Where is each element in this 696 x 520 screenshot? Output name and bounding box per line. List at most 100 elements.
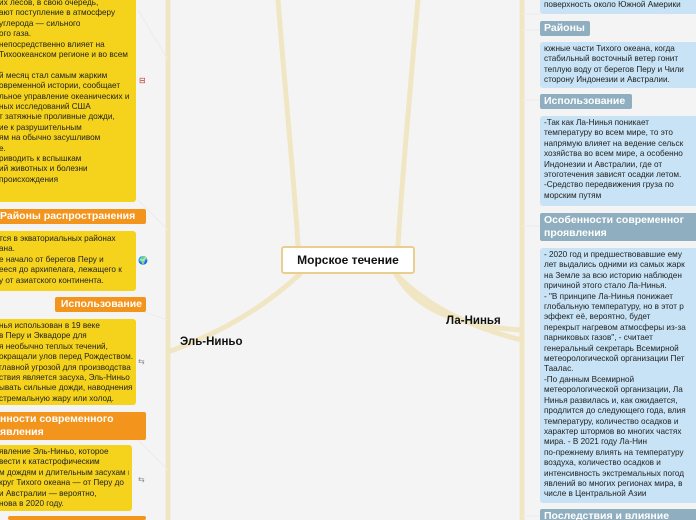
el-nino-effects-line: происхождения bbox=[0, 174, 59, 184]
el-nino-branch-label: Эль-Ниньо bbox=[180, 336, 243, 348]
la-nina-modern-line: температуру, количество осадков и bbox=[544, 416, 679, 426]
la-nina-usage-line: -Средство передвижения груза по bbox=[544, 180, 674, 190]
la-nina-usage-line: морским путям bbox=[544, 190, 602, 200]
el-nino-effects-text: их лесов, в свою очередь,ают поступление… bbox=[0, 0, 133, 185]
el-nino-effects-line: овременной истории, сообщает bbox=[0, 81, 121, 91]
la-nina-modern-line: явлений во многих регионах мира, в bbox=[544, 478, 683, 488]
la-nina-modern-line: метеорологической организации, Ла bbox=[544, 385, 683, 395]
central-topic[interactable]: Морское течение bbox=[281, 246, 415, 274]
el-nino-effects-line: риводить к вспышкам bbox=[0, 154, 82, 164]
la-nina-regions-line: теплую воду от берегов Перу и Чили bbox=[544, 64, 684, 74]
la-nina-modern-line: генеральный секретарь Всемирной bbox=[544, 343, 679, 353]
el-nino-modern-line: вести к катастрофическим bbox=[0, 457, 100, 467]
el-nino-effects-line: Тихоокеанском регионе и во всем bbox=[0, 50, 128, 60]
el-nino-usage-line: я необычно теплых течений, bbox=[0, 341, 108, 351]
el-nino-regions-line: у от азиатского континента. bbox=[0, 275, 104, 285]
el-nino-modern-line: круг Тихого океана — от Перу до bbox=[0, 478, 124, 488]
la-nina-modern-line: характер штормов во многих частях bbox=[544, 426, 682, 436]
el-nino-regions-header[interactable]: Районы распространения bbox=[0, 209, 146, 224]
globe-icon: 🌍 bbox=[138, 256, 148, 265]
la-nina-modern-line: лет выдались одними из самых жарк bbox=[544, 260, 685, 270]
la-nina-modern-header-line1: Особенности современног bbox=[544, 214, 684, 226]
el-nino-effects-line: й месяц стал самым жарким bbox=[0, 70, 108, 80]
el-nino-effects-line: ных исследований США bbox=[0, 102, 91, 112]
la-nina-usage-line: этоготечения зависят осадки летом. bbox=[544, 170, 682, 180]
la-nina-top-text: поверхность около Южной Америки bbox=[544, 0, 696, 10]
el-nino-modern-line: м дождям и длительным засухам в bbox=[0, 467, 129, 477]
la-nina-modern-header-line2: проявления bbox=[544, 227, 607, 239]
el-nino-effects-line: ого газа. bbox=[0, 29, 32, 39]
la-nina-modern-line: мира. - В 2021 году Ла-Нин bbox=[544, 437, 648, 447]
el-nino-usage-line: главной угрозой для производства bbox=[0, 362, 131, 372]
la-nina-regions-header[interactable]: Районы bbox=[540, 21, 590, 36]
el-nino-regions-line: тся в экваториальных районах bbox=[0, 234, 116, 243]
el-nino-branch[interactable]: Эль-Ниньо bbox=[180, 336, 243, 348]
el-nino-modern-header[interactable]: нности современного явления bbox=[0, 412, 146, 440]
la-nina-modern-header[interactable]: Особенности современног проявления bbox=[540, 213, 696, 241]
el-nino-effects-line: непосредственно влияет на bbox=[0, 39, 105, 49]
la-nina-modern-line: перекрыт нагревом атмосферы из-за bbox=[544, 322, 686, 332]
la-nina-modern-line: Таалас. bbox=[544, 364, 574, 374]
el-nino-regions-line: ееся до архипелага, лежащего к bbox=[0, 265, 122, 275]
el-nino-effects-line bbox=[0, 60, 133, 70]
el-nino-regions-header-label: Районы распространения bbox=[0, 210, 136, 222]
la-nina-modern-line: числе в Центральной Азии bbox=[544, 489, 647, 499]
la-nina-usage-line: -Так как Ла-Нинья поникает bbox=[544, 118, 650, 127]
la-nina-regions-line: южные части Тихого океана, когда bbox=[544, 44, 675, 53]
el-nino-effects-line: т затяжные проливные дожди, bbox=[0, 112, 115, 122]
la-nina-regions-line: стабильный восточный ветер гонит bbox=[544, 54, 679, 64]
la-nina-usage-line: Индонезии и Австралии, где от bbox=[544, 159, 663, 169]
el-nino-usage-line: окращали улов перед Рождеством. bbox=[0, 352, 133, 362]
la-nina-usage-line: хозяйства во всем мире, а особенно bbox=[544, 149, 683, 159]
la-nina-modern-line: - 2020 год и предшествовавшие ему bbox=[544, 250, 682, 259]
el-nino-modern-line: и Австралии — вероятно, bbox=[0, 488, 97, 498]
el-nino-effects-line: углерода — сильного bbox=[0, 18, 81, 28]
la-nina-usage-header[interactable]: Использование bbox=[540, 94, 632, 109]
la-nina-consequences-header[interactable]: Последствия и влияние bbox=[540, 509, 696, 520]
la-nina-regions-line: сторону Индонезии и Австралии. bbox=[544, 75, 670, 85]
el-nino-usage-line: ствия является засуха, Эль-Ниньо bbox=[0, 373, 130, 383]
la-nina-modern-line: парниковых газов", - считает bbox=[544, 333, 653, 343]
la-nina-usage-header-label: Использование bbox=[544, 95, 626, 107]
el-nino-effects-line: ий животных и болезни bbox=[0, 164, 88, 174]
el-nino-modern-header-line2: явления bbox=[0, 426, 44, 438]
el-nino-effects-line: ие к разрушительным bbox=[0, 122, 82, 132]
la-nina-modern-line: продлится до следующего года, влия bbox=[544, 406, 686, 416]
la-nina-top-line: поверхность около Южной Америки bbox=[544, 0, 681, 9]
la-nina-modern-line: - "В принципе Ла-Нинья понижает bbox=[544, 291, 674, 301]
el-nino-regions-line: е начало от берегов Перу и bbox=[0, 254, 104, 264]
el-nino-effects-line: ям на обычно засушливом bbox=[0, 133, 101, 143]
el-nino-usage-line: стремальную жару или холод. bbox=[0, 393, 114, 403]
la-nina-modern-line: -По данным Всемирной bbox=[544, 374, 635, 384]
link-icon[interactable]: ⇆ bbox=[138, 475, 145, 484]
collapse-icon[interactable]: ⊟ bbox=[139, 76, 146, 85]
el-nino-usage-line: ывать сильные дожди, наводнения, bbox=[0, 383, 133, 393]
el-nino-effects-note[interactable]: их лесов, в свою очередь,ают поступление… bbox=[0, 0, 136, 202]
la-nina-modern-line: причиной этого стало Ла-Нинья. bbox=[544, 281, 667, 291]
el-nino-usage-header[interactable]: Использование bbox=[55, 297, 146, 312]
el-nino-usage-line: в Перу и Эквадоре для bbox=[0, 331, 87, 341]
link-icon[interactable]: ⇆ bbox=[138, 357, 145, 366]
la-nina-modern-line: Нинья развилась и, как ожидается, bbox=[544, 395, 678, 405]
la-nina-branch[interactable]: Ла-Нинья bbox=[446, 315, 501, 327]
la-nina-modern-line: воздуха, количество осадков и bbox=[544, 458, 661, 468]
la-nina-modern-line: по-прежнему влиять на температуру bbox=[544, 447, 684, 457]
la-nina-top-note[interactable]: поверхность около Южной Америки bbox=[540, 0, 696, 14]
el-nino-effects-line: их лесов, в свою очередь, bbox=[0, 0, 99, 7]
la-nina-regions-header-label: Районы bbox=[544, 22, 585, 34]
la-nina-modern-line: глобальную температуру, но в этот р bbox=[544, 302, 684, 312]
la-nina-modern-line: на Земле за всю историю наблюден bbox=[544, 270, 682, 280]
el-nino-next-header-partial bbox=[8, 516, 146, 520]
